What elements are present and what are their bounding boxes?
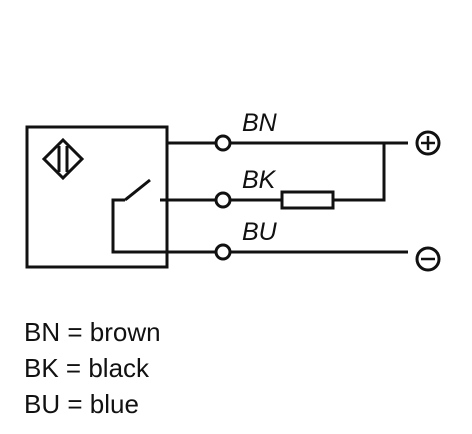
legend-equals: =: [67, 317, 83, 347]
sensor-housing: [25, 125, 169, 269]
wire-bk-out: [230, 143, 386, 202]
legend-equals: =: [67, 389, 83, 419]
switch-contact: [111, 178, 167, 254]
legend-code: BN: [24, 317, 61, 347]
legend-code: BU: [24, 389, 61, 419]
legend-color-name: blue: [89, 389, 139, 419]
terminal-bu: [214, 243, 232, 261]
legend-row-bu: BU = blue: [24, 386, 161, 422]
wire-label-bn: BN: [242, 109, 278, 137]
sensor-symbol-icon: [41, 137, 85, 181]
terminal-bk: [214, 191, 232, 209]
legend-equals: =: [65, 353, 82, 383]
legend-row-bn: BN = brown: [24, 314, 161, 350]
color-legend: BN = brown BK = black BU = blue: [24, 314, 161, 422]
legend-color-name: brown: [89, 317, 161, 347]
negative-terminal-icon: [415, 246, 441, 272]
legend-color-name: black: [88, 353, 150, 383]
terminal-bn: [214, 134, 232, 152]
wire-label-bu: BU: [242, 218, 278, 246]
positive-terminal-icon: [415, 130, 441, 156]
legend-row-bk: BK = black: [24, 350, 161, 386]
load-resistor: [280, 190, 335, 210]
wire-label-bk: BK: [242, 166, 277, 194]
legend-code: BK: [24, 353, 59, 383]
